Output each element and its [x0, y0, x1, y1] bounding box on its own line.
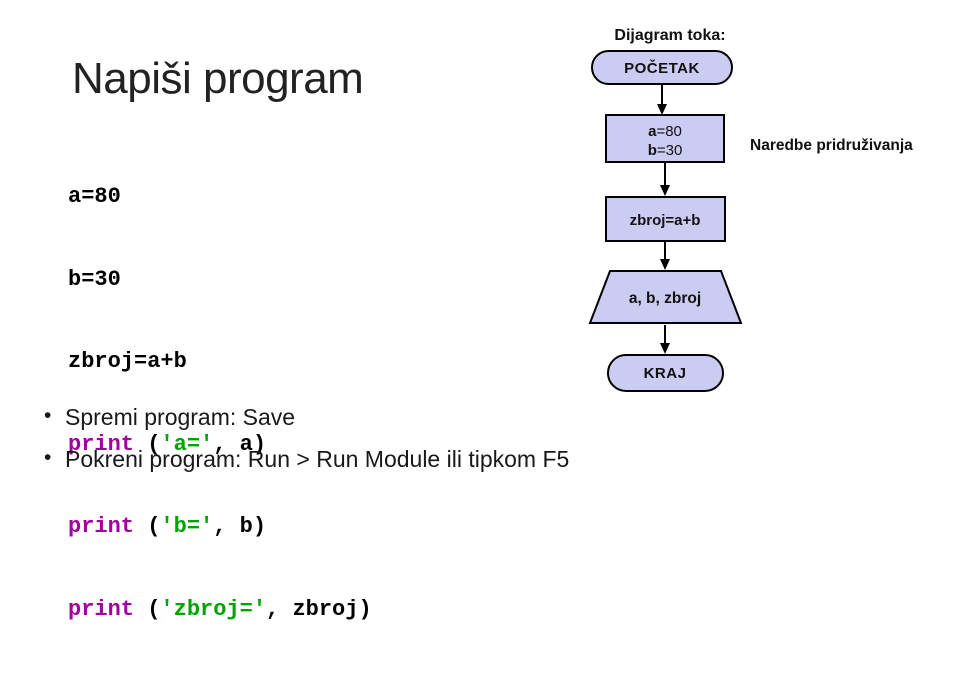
bullet-list: • Spremi program: Save • Pokreni program… [44, 404, 569, 488]
code-line: print ('a=', a) [68, 431, 267, 457]
bullet-icon: • [44, 404, 52, 427]
flowchart-arrow [660, 325, 670, 354]
slide-title: Napiši program [72, 54, 364, 103]
flowchart-process-label: zbroj=a+b [630, 212, 701, 229]
code-line: print ('b=', b) [68, 514, 267, 539]
code-line: zbroj=a+b [68, 349, 187, 374]
flowchart-arrow [660, 162, 670, 196]
flowchart-output-shape [588, 270, 743, 324]
flowchart-process-shape [605, 196, 726, 242]
slide-background: Napiši program a=80 b=30 zbroj=a+b print… [44, 27, 914, 622]
flowchart-end-label: KRAJ [644, 365, 687, 382]
bullet-text: Spremi program: Save [65, 404, 296, 430]
flowchart-assign-shape [605, 114, 725, 163]
flowchart-diagram: Dijagram toka: POČETAK a=80 b=30 Naredbe… [588, 27, 913, 392]
code-line: print ('zbroj=', zbroj) [68, 596, 372, 622]
flowchart-assign-line2: b=30 [648, 142, 683, 159]
bullet-icon: • [44, 446, 52, 469]
code-line: b=30 [68, 266, 121, 292]
flowchart-end-shape [607, 354, 724, 392]
flowchart-output-label: a, b, zbroj [629, 290, 701, 307]
list-item: • Spremi program: Save [44, 404, 569, 431]
flowchart-arrow [657, 84, 667, 115]
code-line: a=80 [68, 184, 121, 209]
bullet-text: Pokreni program: Run > Run Module ili ti… [65, 446, 570, 472]
flowchart-start-label: POČETAK [624, 59, 700, 77]
flowchart-assign-line1: a=80 [648, 123, 682, 140]
flowchart-heading: Dijagram toka: [614, 27, 725, 44]
flowchart-assign-note: Naredbe pridruživanja [750, 137, 913, 154]
flowchart-arrow [660, 241, 670, 270]
list-item: • Pokreni program: Run > Run Module ili … [44, 446, 569, 473]
